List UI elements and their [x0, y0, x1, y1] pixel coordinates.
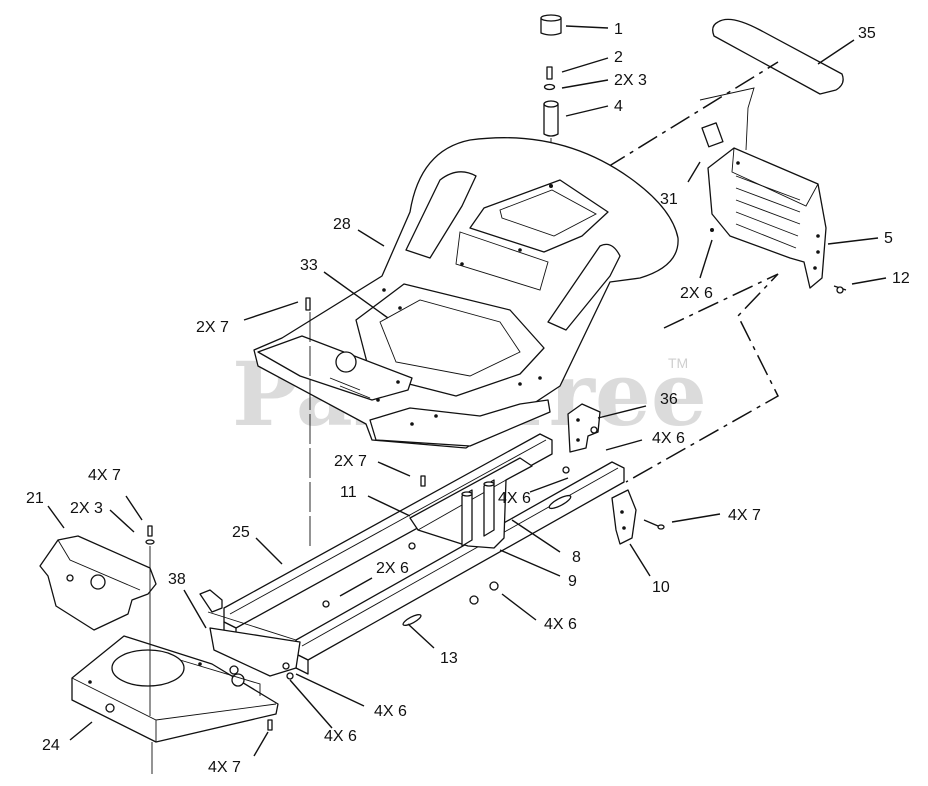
part-decal: [701, 122, 724, 148]
label-part-13: 13: [440, 650, 458, 667]
part-labels: 1 2 2X 3 4 35 31 5 12 2X 6 28 33 2X 7 36…: [26, 21, 910, 776]
part-shield-21: [39, 535, 157, 631]
label-qty-2x7-mid: 2X 7: [334, 453, 367, 470]
assembly-line-right: [625, 273, 779, 483]
label-qty-2x3-left: 2X 3: [70, 500, 103, 517]
fender-back-edge: [699, 87, 755, 151]
label-qty-4x6-c: 4X 6: [544, 616, 577, 633]
part-bracket-36: [567, 403, 601, 453]
label-part-9: 9: [568, 573, 577, 590]
label-qty-4x7-right: 4X 7: [728, 507, 761, 524]
label-qty-4x6-b: 4X 6: [498, 490, 531, 507]
label-qty-2x6-top: 2X 6: [680, 285, 713, 302]
label-part-12: 12: [892, 270, 910, 287]
part-spacer: [543, 100, 559, 137]
label-qty-4x6-a: 4X 6: [652, 430, 685, 447]
part-engine-plate: [71, 611, 297, 774]
label-part-25: 25: [232, 524, 250, 541]
label-part-2: 2: [614, 49, 623, 66]
part-plate-38-hole: [229, 665, 239, 675]
label-part-31: 31: [660, 191, 678, 208]
label-part-3: 2X 3: [614, 72, 647, 89]
part-cross-member: [409, 457, 533, 605]
part-rear-bracket: [707, 147, 827, 289]
label-part-33: 33: [300, 257, 318, 274]
label-part-4: 4: [614, 98, 623, 115]
label-qty-4x7-left: 4X 7: [88, 467, 121, 484]
label-qty-4x6-e: 4X 6: [324, 728, 357, 745]
label-part-10: 10: [652, 579, 670, 596]
label-qty-4x7-bottom: 4X 7: [208, 759, 241, 776]
label-part-11: 11: [340, 484, 357, 501]
part-bar: [712, 18, 844, 95]
label-part-28: 28: [333, 216, 351, 233]
fasteners: [145, 286, 844, 731]
leader-lines: [47, 25, 887, 757]
label-part-24: 24: [42, 737, 60, 754]
label-part-21: 21: [26, 490, 44, 507]
part-fender: [253, 137, 679, 449]
label-part-38: 38: [168, 571, 186, 588]
part-bracket-10: [611, 489, 665, 545]
label-part-5: 5: [884, 230, 893, 247]
assembly-line-35: [605, 61, 779, 169]
part-knob: [540, 14, 562, 36]
label-part-8: 8: [572, 549, 581, 566]
part-frame-rail-right: [295, 461, 625, 675]
label-part-35: 35: [858, 25, 876, 42]
part-frame-rail-left: [199, 433, 553, 643]
label-part-36: 36: [660, 391, 678, 408]
label-qty-2x7-left: 2X 7: [196, 319, 229, 336]
label-qty-2x6-mid: 2X 6: [376, 560, 409, 577]
label-qty-4x6-d: 4X 6: [374, 703, 407, 720]
part-plate-38: [209, 627, 301, 677]
part-bolt: [543, 66, 556, 91]
label-part-1: 1: [614, 21, 623, 38]
watermark-trademark: TM: [668, 355, 688, 371]
